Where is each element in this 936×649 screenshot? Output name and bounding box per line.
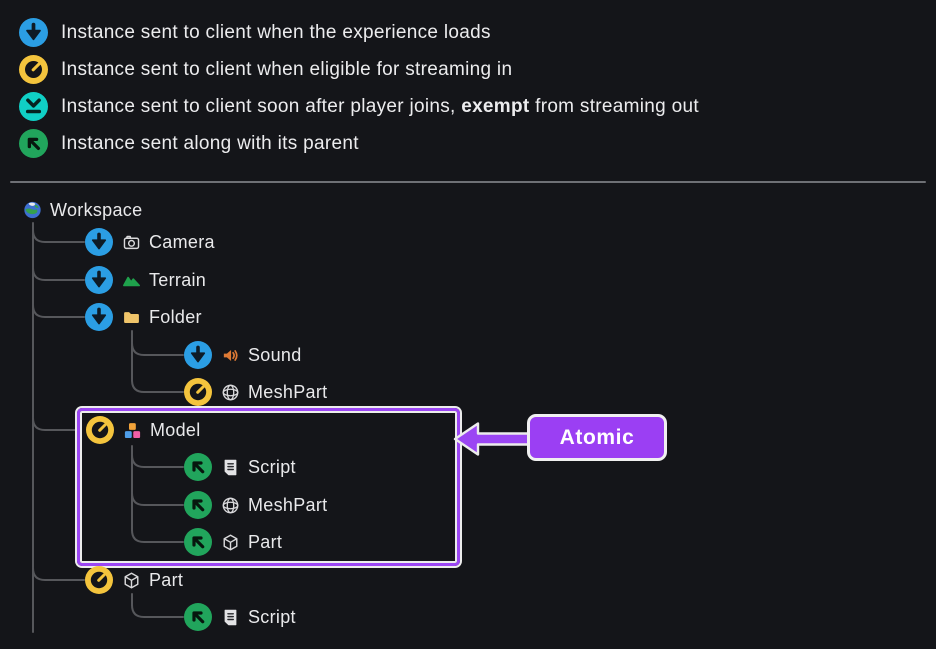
- tree-row-terrain: Terrain: [85, 266, 206, 294]
- mesh-icon: [221, 383, 240, 402]
- script-icon: [221, 458, 240, 477]
- sent-with-parent-icon: [184, 453, 212, 481]
- eligible-stream-icon: [19, 55, 48, 84]
- tree-node-label: Sound: [248, 344, 302, 365]
- part-icon: [221, 533, 240, 552]
- globe-icon: [23, 200, 42, 220]
- sound-icon: [221, 346, 240, 365]
- legend-item-label: Instance sent to client soon after playe…: [61, 95, 699, 117]
- tree-node-label: Script: [248, 456, 296, 477]
- model-icon: [123, 421, 142, 440]
- script-icon: [221, 608, 240, 627]
- sent-with-parent-icon: [184, 528, 212, 556]
- legend-item-eligible-stream: Instance sent to client when eligible fo…: [19, 55, 512, 84]
- sent-after-join-icon: [19, 92, 48, 121]
- tree-row-folder: Folder: [85, 303, 202, 331]
- tree-node-label: MeshPart: [248, 381, 328, 402]
- camera-icon: [122, 233, 141, 252]
- tree-row-meshpart-1: MeshPart: [184, 378, 327, 406]
- tree-node-label: Terrain: [149, 269, 207, 290]
- atomic-callout-label: Atomic: [527, 414, 667, 461]
- sent-on-load-icon: [85, 303, 113, 331]
- tree-node-label: Model: [150, 419, 201, 440]
- legend-item-sent-after-join: Instance sent to client soon after playe…: [19, 92, 699, 121]
- tree-row-model: Model: [86, 416, 201, 444]
- sent-on-load-icon: [19, 18, 48, 47]
- tree-row-meshpart-2: MeshPart: [184, 491, 327, 519]
- section-divider: [10, 181, 926, 183]
- folder-icon: [122, 308, 141, 327]
- mesh-icon: [221, 496, 240, 515]
- tree-row-part: Part: [85, 566, 183, 594]
- tree-row-script-1: Script: [184, 453, 296, 481]
- tree-row-sound: Sound: [184, 341, 302, 369]
- tree-row-workspace: Workspace: [23, 196, 142, 224]
- eligible-stream-icon: [85, 566, 113, 594]
- tree-node-label: Workspace: [50, 199, 143, 220]
- tree-node-label: Part: [149, 569, 184, 590]
- legend-item-sent-on-load: Instance sent to client when the experie…: [19, 18, 491, 47]
- tree-node-label: Part: [248, 531, 283, 552]
- part-icon: [122, 571, 141, 590]
- sent-with-parent-icon: [184, 603, 212, 631]
- atomic-highlight-box: [77, 408, 460, 566]
- tree-node-label: Camera: [149, 231, 215, 252]
- tree-node-label: Folder: [149, 306, 202, 327]
- tree-node-label: MeshPart: [248, 494, 328, 515]
- legend-item-label: Instance sent to client when eligible fo…: [61, 58, 513, 80]
- tree-row-camera: Camera: [85, 228, 215, 256]
- legend-item-label: Instance sent to client when the experie…: [61, 21, 491, 43]
- sent-on-load-icon: [85, 228, 113, 256]
- sent-with-parent-icon: [184, 491, 212, 519]
- sent-with-parent-icon: [19, 129, 48, 158]
- legend-item-label: Instance sent along with its parent: [61, 132, 359, 154]
- tree-node-label: Script: [248, 606, 296, 627]
- terrain-icon: [122, 271, 141, 290]
- tree-row-part-inner: Part: [184, 528, 282, 556]
- eligible-stream-icon: [86, 416, 114, 444]
- eligible-stream-icon: [184, 378, 212, 406]
- tree-row-script-2: Script: [184, 603, 296, 631]
- sent-on-load-icon: [85, 266, 113, 294]
- sent-on-load-icon: [184, 341, 212, 369]
- legend-item-sent-with-parent: Instance sent along with its parent: [19, 129, 359, 158]
